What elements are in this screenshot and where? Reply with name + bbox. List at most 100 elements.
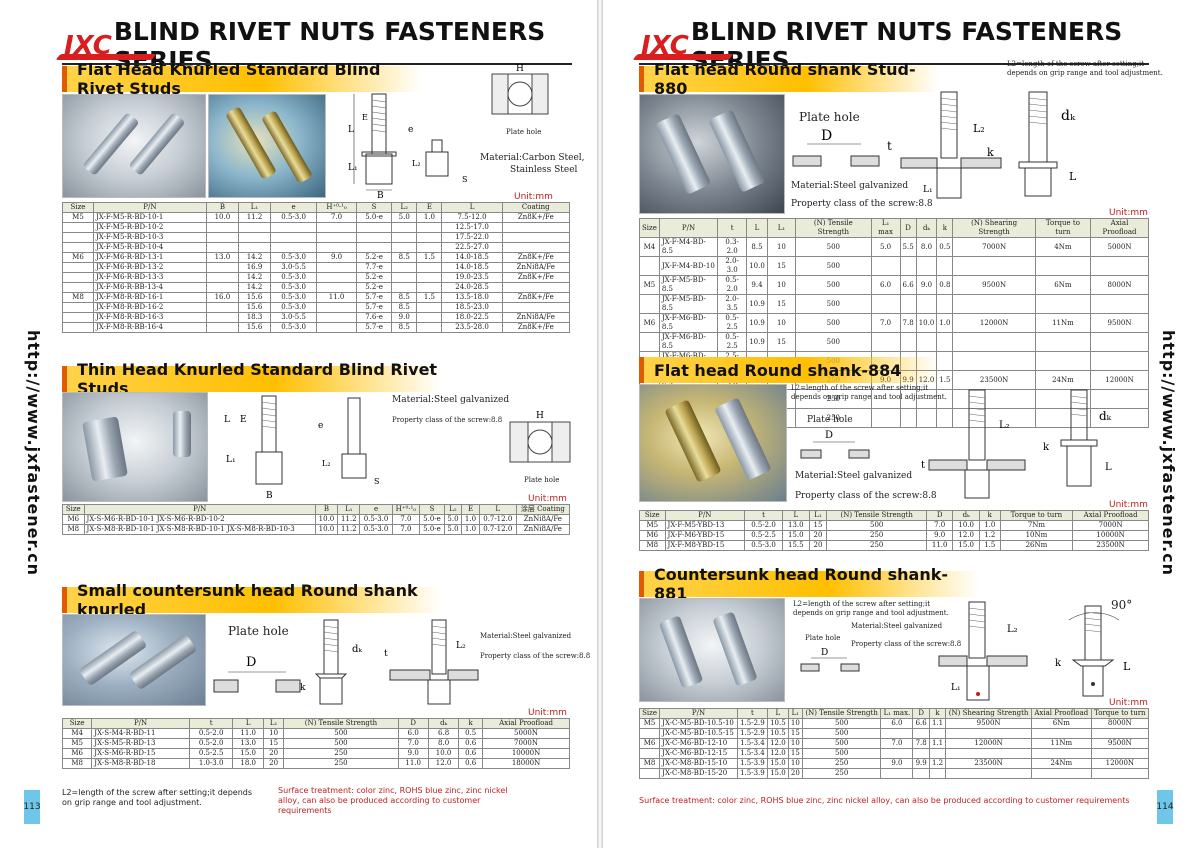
table-cell [1030,728,1092,739]
material-label-2: Stainless Steel [510,165,578,175]
table-cell: 0.6 [458,758,484,769]
plate-hole-drawing: D [799,426,889,462]
length-note: L2=length of the screw after setting;it … [62,788,253,807]
column-header: L [746,218,768,238]
table-cell: 1.0 [461,514,480,525]
table-cell: JX-F-M5-R-BD-10-1 [92,212,207,223]
table-cell: 5.0 [870,237,901,257]
table-cell: 8.0 [915,237,938,257]
table-cell: M6 [638,738,661,749]
table-cell: 10 [766,237,797,257]
table-cell [899,408,917,428]
column-header: L₁ [808,510,828,521]
table-cell: 0.7-12.0 [478,514,517,525]
table-cell: 5.0 [443,524,463,535]
table-cell [915,294,938,314]
website-url: http://www.jxfastener.cn [24,330,43,577]
svg-text:L: L [1069,170,1077,183]
table-cell: 10Nm [999,530,1074,541]
table-cell: JX-F-M8-YBD-15 [664,540,745,551]
column-header: H⁺⁰·¹₀ [316,202,357,213]
table-cell: JX-F-M4-BD-8.5 [658,237,719,257]
table-cell [936,332,954,352]
table-cell: 12000N [1090,370,1149,390]
table-cell: 15 [766,332,797,352]
material-label: Material:Steel galvanized [851,622,943,630]
table-cell [62,222,94,233]
column-header: P/N [664,510,745,521]
table-cell [928,748,947,759]
table-cell: 500 [826,520,927,531]
table-cell: 9.0 [397,748,429,759]
column-header: (N) Tensile Strength [795,218,872,238]
table-cell: 23.5-28.0 [441,322,503,333]
column-header: e [270,202,318,213]
table-cell: 12000N [952,313,1036,333]
table-cell: 13.0 [205,252,239,263]
table-cell: M5 [638,718,661,729]
table-cell: 6Nm [1034,275,1092,295]
table-cell: 15 [787,728,803,739]
table-cell: JX-F-M5-YBD-13 [664,520,745,531]
column-header: D [925,510,954,521]
table-cell: M8 [638,758,661,769]
table-cell: 10.5 [766,718,789,729]
table-cell: 20 [262,748,285,759]
table-cell: 0.5-2.5 [717,313,748,333]
table-cell: 15.0 [782,530,810,541]
plate-hole-label: Plate hole [807,415,853,425]
table-cell [870,294,901,314]
table-cell [1090,768,1150,779]
column-header: (N) Shearing Strength [945,708,1032,719]
unit-label: Unit:mm [514,192,553,202]
table-cell: 250 [826,540,927,551]
table-cell: 8.5 [746,237,768,257]
table-cell [391,262,418,273]
table-cell: Zn8K+/Fe [501,252,571,263]
plate-hole-drawing: H [490,62,550,122]
table-cell: JX-F-M6-R-BB-13-4 [92,282,207,293]
table-cell [1034,332,1092,352]
svg-text:dₖ: dₖ [1099,409,1112,423]
table-cell: 6.0 [870,275,901,295]
table-cell [1034,408,1092,428]
table-cell: 7Nm [999,520,1074,531]
table-cell [62,322,94,333]
table-cell: 1.5-3.9 [736,768,768,779]
svg-text:L₁: L₁ [951,683,961,693]
table-cell [899,256,917,276]
table-cell: 9.9 [912,758,930,769]
property-label: Property class of the screw:8.8 [392,416,503,424]
column-header: k [458,718,484,729]
table-cell [501,242,571,253]
table-cell: 7000N [1072,520,1149,531]
column-header: Axial Proofload [1072,510,1149,521]
table-cell: 13.0 [232,738,264,749]
section-title-stud-880: Flat head Round shank Stud-880 [639,60,939,98]
column-header: k [978,510,1001,521]
table-cell: JX-F-M8-R-BD-16-2 [92,302,207,313]
table-cell [416,322,443,333]
table-cell: JX-F-M6-BD-8.5 [658,332,719,352]
table-cell: 12000N [1090,758,1150,769]
table-cell: 7.0 [391,514,421,525]
plate-hole-drawing: D [212,652,302,696]
table-cell: 0.5-3.0 [270,272,318,283]
table-cell [501,302,571,313]
table-cell: JX-F-M8-R-BD-16-3 [92,312,207,323]
table-cell: 19.0-23.5 [441,272,503,283]
table-cell [205,262,239,273]
surface-treatment-note: Surface treatment: color zinc, ROHS blue… [639,796,1130,805]
column-header: (N) Tensile Strength [826,510,927,521]
table-cell: 0.5-2.0 [717,275,748,295]
column-header: D [912,708,930,719]
svg-text:e: e [408,125,413,135]
surface-treatment-note: Surface treatment: color zinc, ROHS blue… [278,786,508,815]
